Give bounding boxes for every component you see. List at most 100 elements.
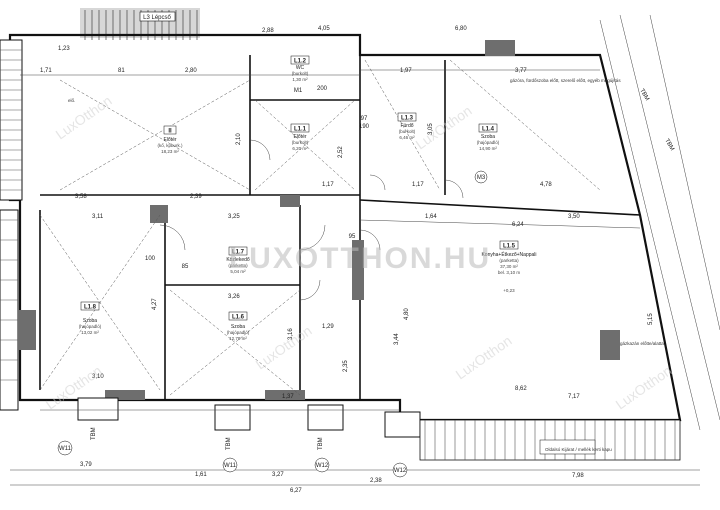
svg-text:3,26: 3,26 [228, 294, 240, 300]
svg-text:L1.7: L1.7 [232, 250, 245, 256]
svg-text:L1.4: L1.4 [482, 127, 495, 133]
svg-text:4,05: 4,05 [318, 26, 330, 32]
watermark: LUXOTTHON.HU LuxOtthon LuxOtthon LuxOtth… [43, 92, 675, 412]
window-bays [77, 397, 421, 438]
svg-text:5,04 m²: 5,04 m² [230, 269, 246, 274]
room-L1-6: L1.6 Szoba (hajópadló) 12,78 m² [227, 311, 250, 341]
wall-blocks [18, 40, 620, 400]
room-L1-1: L1.1 Előtér (burkolt) 6,20 m² [290, 123, 310, 151]
svg-text:3,77: 3,77 [515, 68, 527, 74]
svg-text:6,46 m²: 6,46 m² [399, 135, 415, 140]
svg-text:37,30 m²: 37,30 m² [500, 264, 518, 269]
svg-text:LuxOtthon: LuxOtthon [613, 362, 675, 412]
svg-text:200: 200 [317, 86, 328, 92]
svg-text:gázóra, fürdőszoba előtt, szer: gázóra, fürdőszoba előtt, szerelő előtt,… [510, 78, 621, 83]
interior-walls [39, 55, 641, 400]
svg-text:gázkazán előtte/alatta: gázkazán előtte/alatta [620, 341, 664, 346]
svg-text:7,17: 7,17 [568, 394, 580, 400]
svg-text:TBM: TBM [91, 427, 97, 440]
svg-text:6,24: 6,24 [512, 222, 524, 228]
svg-text:1,37: 1,37 [282, 394, 294, 400]
svg-text:1,17: 1,17 [322, 182, 334, 188]
svg-text:Szoba: Szoba [83, 318, 97, 324]
svg-text:2,38: 2,38 [370, 478, 382, 484]
svg-text:18,23 m²: 18,23 m² [161, 149, 179, 154]
svg-text:(hajópadló): (hajópadló) [227, 330, 250, 335]
svg-text:1,29: 1,29 [322, 324, 334, 330]
svg-text:2,10: 2,10 [236, 133, 242, 145]
svg-text:1,61: 1,61 [195, 472, 207, 478]
dashed-guides [39, 59, 601, 396]
svg-text:5,15: 5,15 [648, 313, 654, 325]
room-L1-2: L1.2 WC (burkolt) 1,30 m² [290, 55, 310, 82]
svg-text:8,62: 8,62 [515, 386, 527, 392]
svg-text:TBM: TBM [226, 437, 232, 450]
svg-text:LUXOTTHON.HU: LUXOTTHON.HU [229, 242, 491, 275]
svg-text:1,97: 1,97 [400, 68, 412, 74]
dimension-labels: 2,88 4,05 6,80 1,23 1,71 81 2,80 1,97 3,… [40, 26, 654, 494]
svg-text:1,64: 1,64 [425, 214, 437, 220]
svg-text:2,88: 2,88 [262, 28, 274, 34]
svg-text:14,90 m²: 14,90 m² [479, 146, 497, 151]
room-L1-7: L1.7 Közlekedő (parketta) 5,04 m² [226, 246, 250, 274]
room-L1-3: L1.3 Fürdő (burkolt) 6,46 m² [397, 112, 417, 140]
svg-text:L1.1: L1.1 [294, 127, 307, 133]
svg-text:13,02 m²: 13,02 m² [81, 330, 99, 335]
svg-text:1,23: 1,23 [58, 46, 70, 52]
svg-text:(hajópadló): (hajópadló) [79, 324, 102, 329]
svg-text:3,11: 3,11 [92, 214, 104, 220]
svg-text:M1: M1 [294, 88, 303, 94]
svg-text:3,50: 3,50 [568, 214, 580, 220]
svg-text:L1.6: L1.6 [232, 315, 245, 321]
svg-text:M3: M3 [477, 175, 486, 181]
corridor-label: L3 Lépcső [143, 15, 171, 21]
svg-text:2,35: 2,35 [343, 360, 349, 372]
svg-text:3,79: 3,79 [80, 462, 92, 468]
svg-text:L1.2: L1.2 [294, 59, 307, 65]
svg-text:6,80: 6,80 [455, 26, 467, 32]
svg-text:3,58: 3,58 [75, 194, 87, 200]
svg-text:4,27: 4,27 [152, 298, 158, 310]
svg-text:7,98: 7,98 [572, 473, 584, 479]
notes: gázóra, fürdőszoba előtt, szerelő előtt,… [68, 78, 664, 452]
svg-text:Oldalsó Kijárat / mellék kerti: Oldalsó Kijárat / mellék kerti kapu [545, 447, 612, 452]
svg-text:Szoba: Szoba [481, 134, 495, 140]
svg-text:3,25: 3,25 [228, 214, 240, 220]
dimension-lines [10, 69, 700, 486]
svg-text:Előtér: Előtér [293, 134, 306, 140]
svg-text:(burkolt): (burkolt) [292, 140, 309, 145]
svg-text:2,52: 2,52 [338, 146, 344, 158]
svg-text:elő.: elő. [68, 98, 75, 103]
room-II: II Előtér (kő, kpburk.) 18,23 m² [157, 125, 183, 154]
svg-text:1,30 m²: 1,30 m² [292, 77, 308, 82]
door-tags: W11 W11 W12 W12 M3 M1 97 95 100 190 85 2… [57, 86, 488, 478]
stair-left [0, 39, 23, 411]
svg-text:1,71: 1,71 [40, 68, 52, 74]
svg-text:TBM: TBM [638, 88, 650, 102]
svg-text:81: 81 [118, 68, 125, 74]
svg-text:3,05: 3,05 [428, 123, 434, 135]
room-L1-8: L1.8 Szoba (hajópadló) 13,02 m² [79, 301, 102, 335]
svg-text:W11: W11 [59, 446, 72, 452]
svg-text:II: II [168, 129, 172, 135]
svg-text:L1.5: L1.5 [503, 244, 516, 250]
svg-text:(kő, kpburk.): (kő, kpburk.) [157, 143, 183, 148]
svg-text:100: 100 [145, 256, 156, 262]
svg-text:(burkolt): (burkolt) [399, 129, 416, 134]
svg-text:LuxOtthon: LuxOtthon [453, 332, 515, 382]
svg-text:3,10: 3,10 [92, 374, 104, 380]
svg-text:Fürdő: Fürdő [400, 123, 413, 129]
room-L1-4: L1.4 Szoba (hajópadló) 14,90 m² [477, 123, 500, 151]
bottom-strip [419, 419, 681, 461]
svg-text:95: 95 [349, 234, 356, 240]
svg-text:2,39: 2,39 [190, 194, 202, 200]
svg-text:Szoba: Szoba [231, 324, 245, 330]
svg-text:Közlekedő: Közlekedő [226, 257, 250, 263]
svg-text:WC: WC [296, 65, 305, 71]
svg-text:4,78: 4,78 [540, 182, 552, 188]
svg-text:6,20 m²: 6,20 m² [292, 146, 308, 151]
svg-text:LuxOtthon: LuxOtthon [253, 322, 315, 372]
svg-text:Előtér: Előtér [163, 137, 176, 143]
svg-text:TBM: TBM [318, 437, 324, 450]
svg-text:W12: W12 [316, 463, 329, 469]
